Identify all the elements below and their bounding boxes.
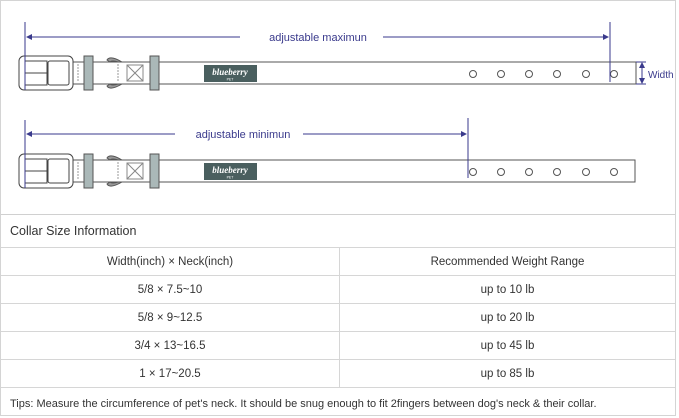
box-stitch <box>126 64 144 82</box>
max-label: adjustable maximun <box>269 32 367 44</box>
header-size: Width(inch) × Neck(inch) <box>106 255 234 268</box>
collar-hole <box>497 168 505 176</box>
width-dimension <box>636 61 646 85</box>
box-stitch-x <box>126 64 144 82</box>
keeper-loop <box>149 55 160 91</box>
collar-hole <box>525 168 533 176</box>
weight-cell: up to 85 lb <box>339 360 675 387</box>
weight-cell: up to 45 lb <box>339 332 675 359</box>
keeper-loop <box>83 153 94 189</box>
d-ring <box>106 155 124 187</box>
weight-cell: up to 20 lb <box>339 304 675 331</box>
collar-hole <box>469 70 477 78</box>
table-row: 5/8 × 7.5~10 up to 10 lb <box>1 276 675 304</box>
size-cell: 5/8 × 9~12.5 <box>137 311 203 324</box>
size-cell: 1 × 17~20.5 <box>139 367 201 380</box>
brand-logo <box>204 65 257 82</box>
weight-cell: up to 10 lb <box>339 276 675 303</box>
table-title: Collar Size Information <box>1 215 675 248</box>
keeper-loop <box>149 153 160 189</box>
header-weight: Recommended Weight Range <box>339 248 675 275</box>
min-label: adjustable minimun <box>196 129 291 141</box>
brand-logo <box>204 163 257 180</box>
collar-hole <box>610 70 618 78</box>
max-dimension <box>24 22 611 90</box>
brand-logo-text: blueberry <box>212 165 249 175</box>
brand-logo-sub: PET <box>227 176 235 180</box>
size-table: Collar Size Information Width(inch) × Ne… <box>1 214 675 418</box>
collar-hole <box>610 168 618 176</box>
box-stitch-x <box>126 162 144 180</box>
table-row: 5/8 × 9~12.5 up to 20 lb <box>1 304 675 332</box>
min-dimension <box>24 118 469 188</box>
table-row: 3/4 × 13~16.5 up to 45 lb <box>1 332 675 360</box>
size-cell: 5/8 × 7.5~10 <box>137 283 203 296</box>
buckle-tongue <box>47 60 70 86</box>
brand-logo-text: blueberry <box>212 67 249 77</box>
width-label: Width <box>648 70 674 81</box>
collar-hole <box>582 168 590 176</box>
table-header: Width(inch) × Neck(inch) Recommended Wei… <box>1 248 675 276</box>
collar-hole <box>469 168 477 176</box>
collar-hole <box>497 70 505 78</box>
table-row: 1 × 17~20.5 up to 85 lb <box>1 360 675 388</box>
brand-logo-sub: PET <box>227 78 235 82</box>
collar-hole <box>553 70 561 78</box>
buckle-tongue <box>47 158 70 184</box>
box-stitch <box>126 162 144 180</box>
d-ring <box>106 57 124 89</box>
size-cell: 3/4 × 13~16.5 <box>134 339 206 352</box>
collar-hole <box>553 168 561 176</box>
keeper-loop <box>83 55 94 91</box>
collar-hole <box>525 70 533 78</box>
tips-text: Tips: Measure the circumference of pet's… <box>10 398 597 410</box>
collar-hole <box>582 70 590 78</box>
